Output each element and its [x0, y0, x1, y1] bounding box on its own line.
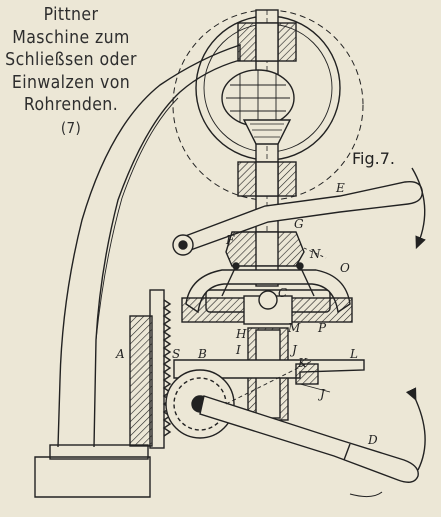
label-d: D: [367, 433, 378, 447]
frame-inner-edge: [95, 97, 179, 341]
label-p: P: [317, 321, 327, 335]
label-e: E: [335, 181, 345, 195]
label-g: G: [294, 217, 304, 231]
caption-line-4: Einwalzen von: [11, 72, 131, 93]
label-j-upper: J: [289, 343, 298, 357]
pitch-circle: [172, 9, 364, 201]
small-bevel-pinion: [242, 119, 292, 145]
caption-line-5: Rohrenden.: [23, 95, 119, 115]
caption-line-2: Maschine zum: [12, 27, 130, 48]
label-k: K: [297, 356, 308, 370]
label-b: B: [197, 347, 207, 361]
caption-line-1: Pittner: [43, 5, 99, 25]
rotation-arrow-lower: [405, 387, 426, 471]
label-n: N: [309, 247, 321, 261]
caption-line-3: Schließsen oder: [5, 50, 137, 70]
label-a: A: [115, 347, 125, 361]
rack-teeth: [162, 299, 172, 437]
caption: Pittner Maschine zum Schließsen oder Ein…: [0, 4, 142, 138]
lower-lever-d: [199, 395, 419, 483]
rotation-arrow-upper: [411, 167, 426, 250]
label-c: C: [278, 286, 287, 300]
base-step: [49, 444, 149, 460]
label-f: F: [225, 233, 235, 247]
figure-label: Fig.7.: [352, 149, 395, 168]
label-m: M: [287, 321, 301, 335]
base-plate: [34, 456, 151, 498]
label-o: O: [340, 261, 350, 275]
label-s: S: [172, 347, 180, 361]
label-j-lower: J: [317, 387, 326, 401]
caption-number: (7): [60, 118, 82, 137]
label-l: L: [349, 347, 358, 361]
label-h: H: [235, 327, 247, 341]
label-i: I: [235, 343, 241, 357]
